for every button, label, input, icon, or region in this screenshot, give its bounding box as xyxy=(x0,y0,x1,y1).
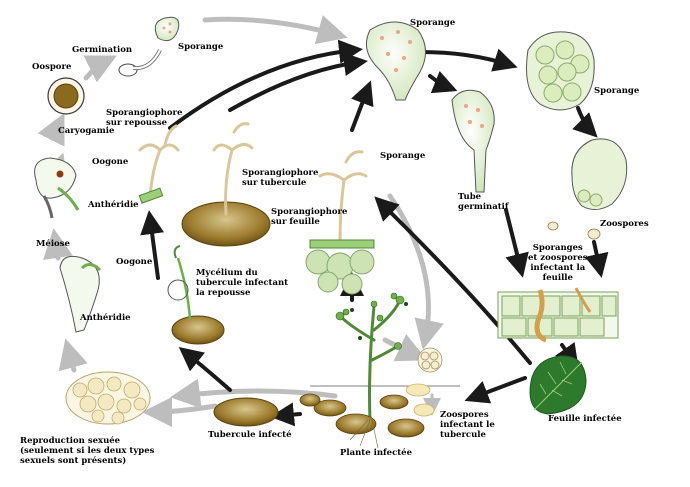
label-germination: Germination xyxy=(72,45,133,55)
oospore-figure xyxy=(47,77,85,115)
sporange-right-figure xyxy=(571,138,628,210)
label-feuille-infectee: Feuille infectée xyxy=(548,414,622,424)
label-sporange-top: Sporange xyxy=(178,42,224,52)
label-zoospores-tubercule: Zoospores infectant le tubercule xyxy=(440,410,495,440)
sporangiophore-feuille-figure xyxy=(305,150,375,295)
zoospores-small-figure xyxy=(547,221,601,240)
arrow-tubercule-to-sporange xyxy=(228,52,368,112)
label-sporanges-infectant-line2: et zoospores xyxy=(528,253,588,263)
arrow-infected-leaf-to-plant xyxy=(464,376,527,404)
label-sporangiophore-repousse-line1: Sporangiophore xyxy=(106,108,183,118)
arrow-sporangiophore-to-plant xyxy=(387,193,444,350)
mycelium-figure xyxy=(167,245,225,345)
label-oospore: Oospore xyxy=(32,62,72,72)
zoospore-sporange-figure xyxy=(526,31,595,111)
label-sporanges-infectant: Sporanges et zoospores infectant la feui… xyxy=(528,243,588,283)
label-antheridie-2: Anthéridie xyxy=(80,313,131,323)
tubercule-infecte-figure xyxy=(213,397,279,427)
arrow-meiose-to-oogone xyxy=(43,228,73,261)
label-sporangiophore-repousse: Sporangiophore sur repousse xyxy=(106,108,182,128)
label-sporangiophore-tubercule-line2: sur tubercule xyxy=(242,178,307,188)
label-sporangiophore-feuille: Sporangiophore sur feuille xyxy=(271,207,347,227)
label-sporanges-infectant-line1: Sporanges xyxy=(532,243,583,253)
arrow-feuille-to-sporange xyxy=(350,80,374,132)
label-reproduction-line2: (seulement si les deux types xyxy=(20,446,155,456)
label-reproduction: Reproduction sexuée (seulement si les de… xyxy=(20,436,154,466)
label-meiose: Méiose xyxy=(36,239,70,249)
germination-figure xyxy=(118,49,162,77)
label-sporangiophore-tubercule-line1: Sporangiophore xyxy=(242,168,319,178)
label-sporangiophore-repousse-line2: sur repousse xyxy=(106,118,168,128)
label-mycelium-line1: Mycélium du xyxy=(196,268,258,278)
label-oogone-1: Oogone xyxy=(92,157,129,167)
label-zoospores: Zoospores xyxy=(600,219,649,229)
arrow-tubercule-to-tubercule-infecte xyxy=(270,402,302,427)
arrow-plant-to-zoospores xyxy=(382,333,428,362)
label-reproduction-line3: sexuels sont présents) xyxy=(20,456,127,466)
label-tube-germinatif-line1: Tube xyxy=(458,192,482,202)
grey-arrows xyxy=(37,15,444,427)
label-oogone-2: Oogone xyxy=(116,257,153,267)
leaf-cells-figure xyxy=(497,287,619,343)
sporangiophore-tubercule-figure xyxy=(181,122,271,247)
big-sporange-figure xyxy=(365,21,426,101)
arrow-reproduction-to-meiose xyxy=(58,338,88,373)
small-sporange-figure xyxy=(154,16,180,42)
label-mycelium: Mycélium du tubercule infectant la repou… xyxy=(196,268,288,298)
label-plante-infectee: Plante infectée xyxy=(340,448,412,458)
label-mycelium-line3: la repousse xyxy=(196,288,251,298)
zoospore-cluster-figure xyxy=(417,347,443,373)
label-zoospores-tubercule-line3: tubercule xyxy=(440,430,486,440)
label-sporanges-infectant-line3: infectant la xyxy=(530,263,586,273)
arrow-zoospores-down xyxy=(584,240,609,278)
tube-germinatif-figure xyxy=(451,89,495,193)
infected-plant-figure xyxy=(299,292,460,449)
label-sporange-big: Sporange xyxy=(410,18,456,28)
label-antheridie-1: Anthéridie xyxy=(88,200,139,210)
label-zoospores-tubercule-line2: infectant le xyxy=(440,420,495,430)
label-sporanges-infectant-line4: feuille xyxy=(542,273,573,283)
label-mycelium-line2: tubercule infectant xyxy=(196,278,289,288)
label-sporangiophore-feuille-line2: sur feuille xyxy=(271,217,320,227)
arrow-tube-down xyxy=(504,208,529,278)
arrow-sporange-to-tube xyxy=(428,70,458,94)
label-tube-germinatif-line2: germinatif xyxy=(458,202,509,212)
label-sporange-right: Sporange xyxy=(594,86,640,96)
arrow-oospore-to-germination xyxy=(83,55,117,83)
label-reproduction-line1: Reproduction sexuée xyxy=(20,436,121,446)
sporangiophore-repousse-figure xyxy=(138,124,180,204)
arrow-big-to-sporange-right xyxy=(572,106,598,138)
arrow-infected-leaf-to-sporangiophore xyxy=(374,196,532,365)
arrow-sporange-to-big-sporange xyxy=(202,15,348,45)
caryogamie-figure xyxy=(34,157,80,219)
arrow-mycelium-to-repousse xyxy=(140,210,165,280)
arrow-tubercule-infecte-to-mycelium xyxy=(178,347,232,392)
reproduction-figure xyxy=(65,371,151,425)
arrow-sporange-to-big xyxy=(418,48,518,72)
label-tubercule-infecte: Tubercule infecté xyxy=(208,430,292,440)
oogone-antheridie-figure xyxy=(59,255,102,333)
arrow-plant-to-reproduction xyxy=(170,378,338,409)
label-caryogamie: Caryogamie xyxy=(58,126,115,136)
label-zoospores-tubercule-line1: Zoospores xyxy=(440,410,489,420)
arrow-repousse-to-sporange xyxy=(168,39,363,130)
arrow-caryogamie-to-oospore xyxy=(37,113,65,147)
label-tube-germinatif: Tube germinatif xyxy=(458,192,509,212)
infected-leaf-figure xyxy=(529,355,587,415)
label-sporange-mid: Sporange xyxy=(380,151,426,161)
label-sporangiophore-feuille-line1: Sporangiophore xyxy=(271,207,348,217)
label-sporangiophore-tubercule: Sporangiophore sur tubercule xyxy=(242,168,318,188)
arrow-tubercule-to-reproduction xyxy=(142,396,218,427)
